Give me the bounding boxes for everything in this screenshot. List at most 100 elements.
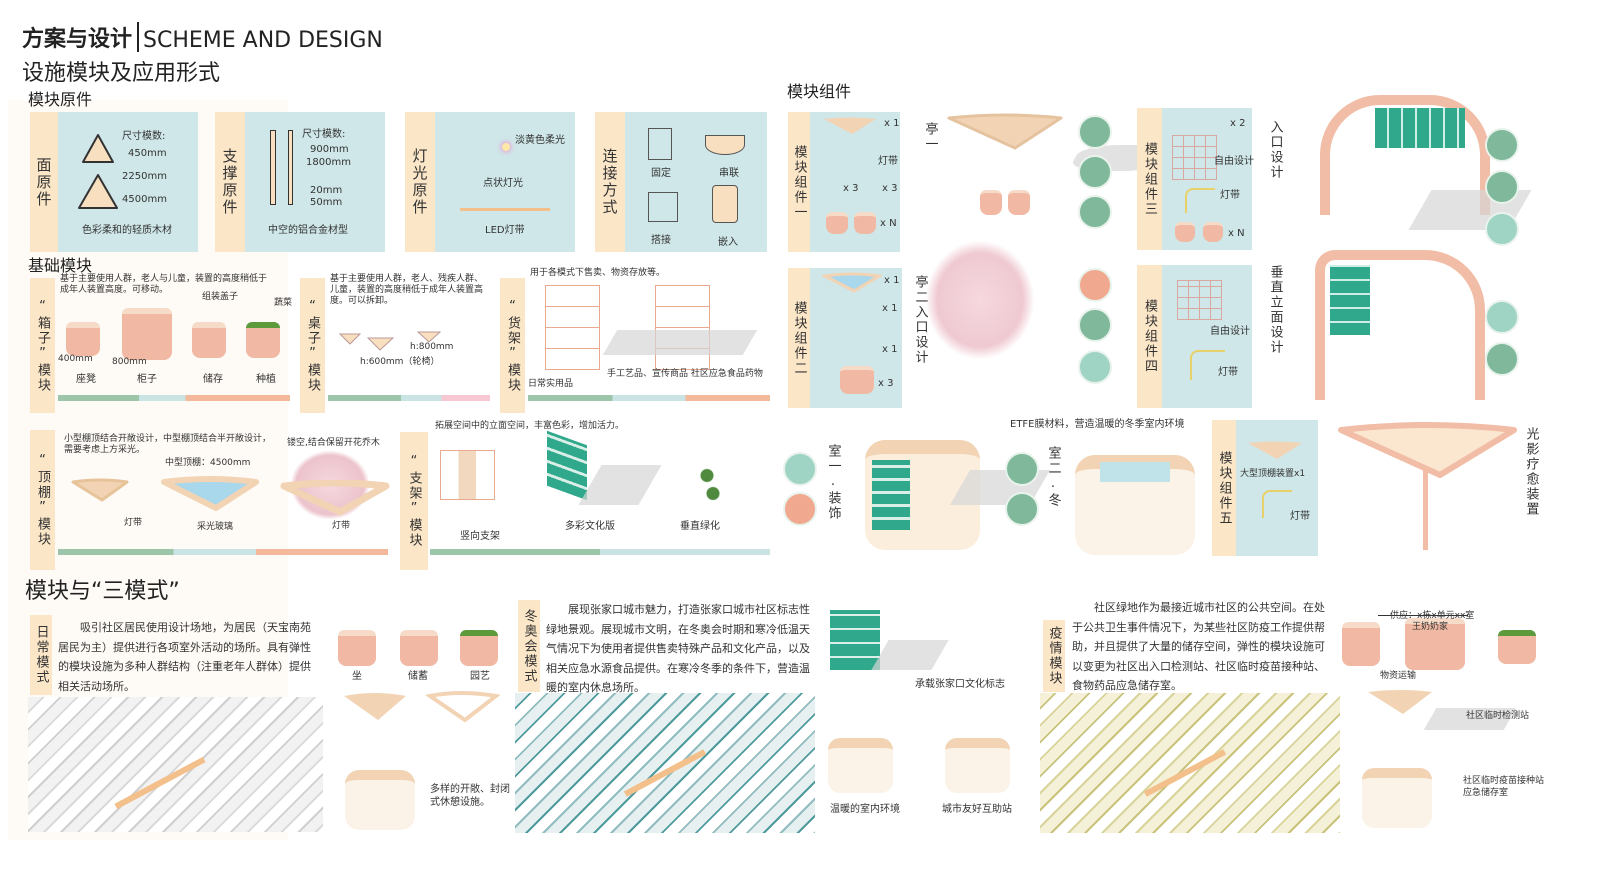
closed-rest-room — [345, 770, 415, 830]
mode-description: 吸引社区居民使用设计场地，为居民（天宝南苑居民为主）提供进行各项室外活动的场所。… — [58, 621, 311, 693]
entry-design-label: 入口设计 — [1267, 120, 1283, 180]
size-value: 4500mm — [122, 194, 167, 205]
size-title: 尺寸模数: — [302, 129, 346, 140]
healing-pillar — [1423, 470, 1428, 550]
use-label: 柜子 — [137, 374, 157, 385]
mode-band — [528, 395, 770, 401]
test-station-label: 社区临时检测站 — [1466, 711, 1530, 721]
pavilion-one-canopy — [947, 113, 1063, 150]
height-label: 800mm — [112, 357, 147, 367]
desc: 成年人装置高度。可移动。 — [60, 285, 169, 295]
community-icon — [1078, 115, 1112, 149]
etfe-text: ETFE膜材料，营造温暖的冬季室内环境 — [1010, 419, 1185, 430]
daily-site-map — [28, 697, 323, 832]
glass-label: 采光玻璃 — [197, 522, 234, 532]
frame-item: 垂直绿化 — [680, 521, 720, 532]
component-label: 模块组件二 — [791, 300, 807, 376]
lap-joint-icon — [648, 192, 678, 222]
desc: 用于各模式下售卖、物资存放等。 — [530, 268, 666, 278]
mode-band — [430, 549, 770, 555]
box-piece — [854, 212, 876, 234]
desc: 基于主要使用人群，老人与儿童，装置的高度稍低于 — [60, 274, 268, 284]
seat-box — [980, 190, 1002, 215]
table-module-label: “桌子”模块 — [305, 298, 320, 393]
title-divider — [137, 22, 139, 52]
vertical-sign — [1330, 265, 1370, 335]
soft-light-icon — [502, 143, 510, 151]
material-text: 色彩柔和的轻质木材 — [82, 225, 172, 236]
rest-facility-label: 多样的开敞、封闭式休憩设施。 — [430, 784, 510, 808]
exercise-icon — [1078, 155, 1112, 189]
culture-sign — [830, 610, 880, 670]
component-label: 模块组件四 — [1142, 299, 1157, 374]
use-label: 坐 — [352, 671, 362, 682]
section-module-originals: 模块原件 — [28, 90, 93, 109]
size-title: 尺寸模数: — [122, 131, 166, 142]
count: x 2 — [1230, 118, 1246, 129]
section-basic-modules: 基础模块 — [28, 256, 93, 275]
shadow — [578, 465, 662, 505]
light-item: 点状灯光 — [483, 178, 523, 189]
light-label: 灯带 — [1218, 367, 1238, 378]
desc: 儿童，装置的高度稍低于成年人装置高 — [330, 285, 484, 295]
light-label: 灯带 — [332, 521, 351, 531]
mid-canopy-label: 中型顶棚：4500mm — [165, 458, 251, 468]
epidemic-site-map — [1040, 693, 1340, 833]
light-item: 淡黄色柔光 — [515, 135, 565, 146]
pavilion-canopies — [344, 691, 500, 723]
market-icon — [1078, 268, 1112, 302]
size-value: 2250mm — [122, 171, 167, 182]
height-label: h:600mm（轮椅） — [360, 357, 440, 367]
supply-line — [1378, 615, 1468, 616]
free-design-label: 自由设计 — [1210, 326, 1250, 337]
pavilion-two-label: 亭二入口设计 — [912, 275, 928, 365]
veg-label: 蔬菜 — [274, 298, 293, 308]
box-piece — [1175, 222, 1195, 242]
room-two-label: 室二.冬 — [1045, 446, 1061, 508]
storage-box — [400, 630, 438, 666]
count: x N — [1228, 228, 1245, 239]
size-value: 20mm — [310, 185, 343, 196]
count: x 1 — [882, 303, 898, 314]
support-label: 支撑原件 — [220, 148, 239, 216]
box-piece — [840, 366, 874, 394]
cabinet-box — [122, 308, 172, 360]
box-piece — [1203, 222, 1223, 242]
mode-band — [58, 549, 388, 555]
count: x 1 — [884, 275, 900, 286]
triangle-panel-icon — [78, 174, 118, 209]
shelf-module-label: “货架”模块 — [505, 298, 520, 393]
exercise-icon — [1078, 308, 1112, 342]
connect-item: 串联 — [719, 168, 739, 179]
face-label: 面原件 — [34, 156, 53, 208]
sign-label: 承载张家口文化标志 — [915, 679, 1005, 690]
led-strip-icon — [460, 208, 550, 211]
light-item: LED灯带 — [485, 225, 525, 236]
vaccine-label: 社区临时疫苗接种站 — [1463, 776, 1545, 786]
glass-canopy-icon — [161, 476, 259, 511]
light-label: 灯带 — [878, 156, 898, 167]
table-tops-icon — [338, 331, 442, 351]
vertical-arch — [1315, 250, 1485, 400]
support-rod-icon — [288, 130, 293, 205]
exercise-icon — [1005, 492, 1039, 526]
station-label: 城市友好互助站 — [942, 804, 1012, 815]
frame-module-label: “支架”模块 — [406, 454, 422, 548]
entry-arch — [1320, 95, 1490, 215]
size-value: 1800mm — [306, 157, 351, 168]
desc: 度。可以拆卸。 — [330, 296, 394, 306]
exercise-icon — [1485, 170, 1519, 204]
free-grid — [1172, 135, 1217, 180]
board-icon — [783, 452, 817, 486]
height-label: 400mm — [58, 354, 93, 364]
seat-box — [338, 630, 376, 666]
connect-label: 连接方式 — [600, 148, 619, 216]
shelf-rack — [545, 285, 600, 370]
use-label: 座凳 — [76, 374, 96, 385]
title-en: SCHEME AND DESIGN — [143, 28, 383, 53]
canopy-piece — [824, 117, 876, 134]
supply-label: 王奶奶家 — [1412, 622, 1449, 632]
component-label: 模块组件五 — [1216, 450, 1232, 526]
section-module-components: 模块组件 — [787, 82, 852, 101]
box-piece — [826, 212, 848, 234]
